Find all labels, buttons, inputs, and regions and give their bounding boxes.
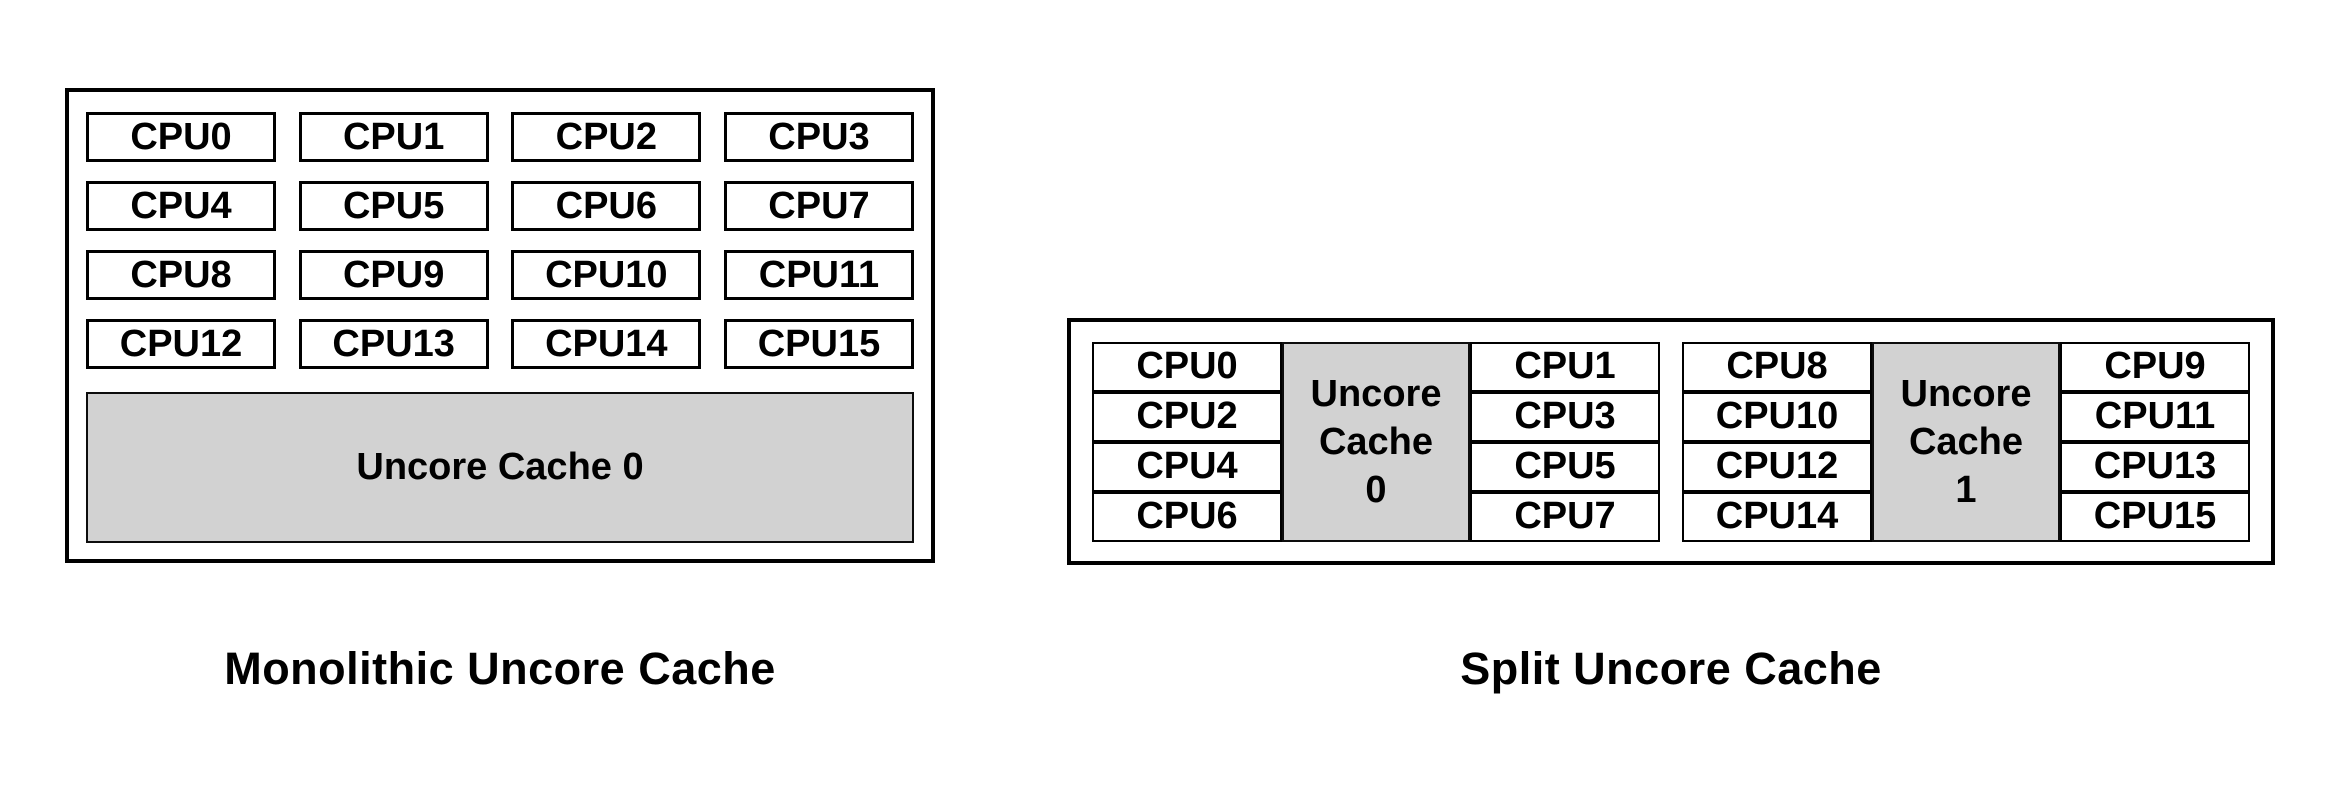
cpu-box-cpu8: CPU8 — [86, 250, 276, 300]
cpu-cell-cpu3: CPU3 — [1470, 391, 1660, 442]
cache-label-line: Cache — [1908, 420, 2024, 463]
cpu-cell-cpu6: CPU6 — [1092, 491, 1282, 542]
cache-label-line: Cache — [1318, 420, 1434, 463]
cache-label-line: Uncore — [1310, 372, 1442, 415]
cpu-cell-cpu4: CPU4 — [1092, 441, 1282, 492]
caption-monolithic-uncore-cache: Monolithic Uncore Cache — [224, 643, 776, 694]
cpu-cell-cpu12: CPU12 — [1682, 441, 1872, 492]
cpu-box-cpu15: CPU15 — [723, 319, 914, 369]
cpu-box-cpu14: CPU14 — [511, 319, 702, 369]
cpu-box-cpu7: CPU7 — [723, 181, 914, 231]
cpu-box-cpu1: CPU1 — [298, 112, 489, 162]
cpu-box-cpu13: CPU13 — [298, 319, 489, 369]
cpu-box-cpu11: CPU11 — [723, 250, 914, 300]
cpu-cell-cpu2: CPU2 — [1092, 391, 1282, 442]
cpu-box-cpu12: CPU12 — [86, 319, 276, 369]
cpu-box-cpu10: CPU10 — [511, 250, 702, 300]
uncore-cache-0-label: Uncore Cache 0 — [356, 446, 644, 488]
cpu-box-cpu6: CPU6 — [511, 181, 702, 231]
cache-label-line: Uncore — [1900, 372, 2032, 415]
cpu-box-cpu0: CPU0 — [86, 112, 276, 162]
cpu-cell-cpu8: CPU8 — [1682, 341, 1872, 392]
cpu-box-cpu9: CPU9 — [298, 250, 489, 300]
uncore-cache-0-bar: Uncore Cache 0 — [86, 392, 914, 543]
cpu-box-cpu3: CPU3 — [723, 112, 914, 162]
cpu-cell-cpu5: CPU5 — [1470, 441, 1660, 492]
cpu-cell-cpu14: CPU14 — [1682, 491, 1872, 542]
cpu-cell-cpu0: CPU0 — [1092, 341, 1282, 392]
cpu-box-cpu2: CPU2 — [511, 112, 702, 162]
cpu-cell-cpu13: CPU13 — [2060, 441, 2250, 492]
cpu-cell-cpu10: CPU10 — [1682, 391, 1872, 442]
caption-split-uncore-cache: Split Uncore Cache — [1460, 643, 1882, 694]
cpu-cell-cpu7: CPU7 — [1470, 491, 1660, 542]
cpu-cell-cpu9: CPU9 — [2060, 341, 2250, 392]
cache-label-line: 0 — [1365, 468, 1387, 511]
cpu-cell-cpu15: CPU15 — [2060, 491, 2250, 542]
cache-label-line: 1 — [1955, 468, 1977, 511]
cpu-box-cpu5: CPU5 — [298, 181, 489, 231]
cpu-cell-cpu1: CPU1 — [1470, 341, 1660, 392]
cpu-cell-cpu11: CPU11 — [2060, 391, 2250, 442]
cpu-box-cpu4: CPU4 — [86, 181, 276, 231]
